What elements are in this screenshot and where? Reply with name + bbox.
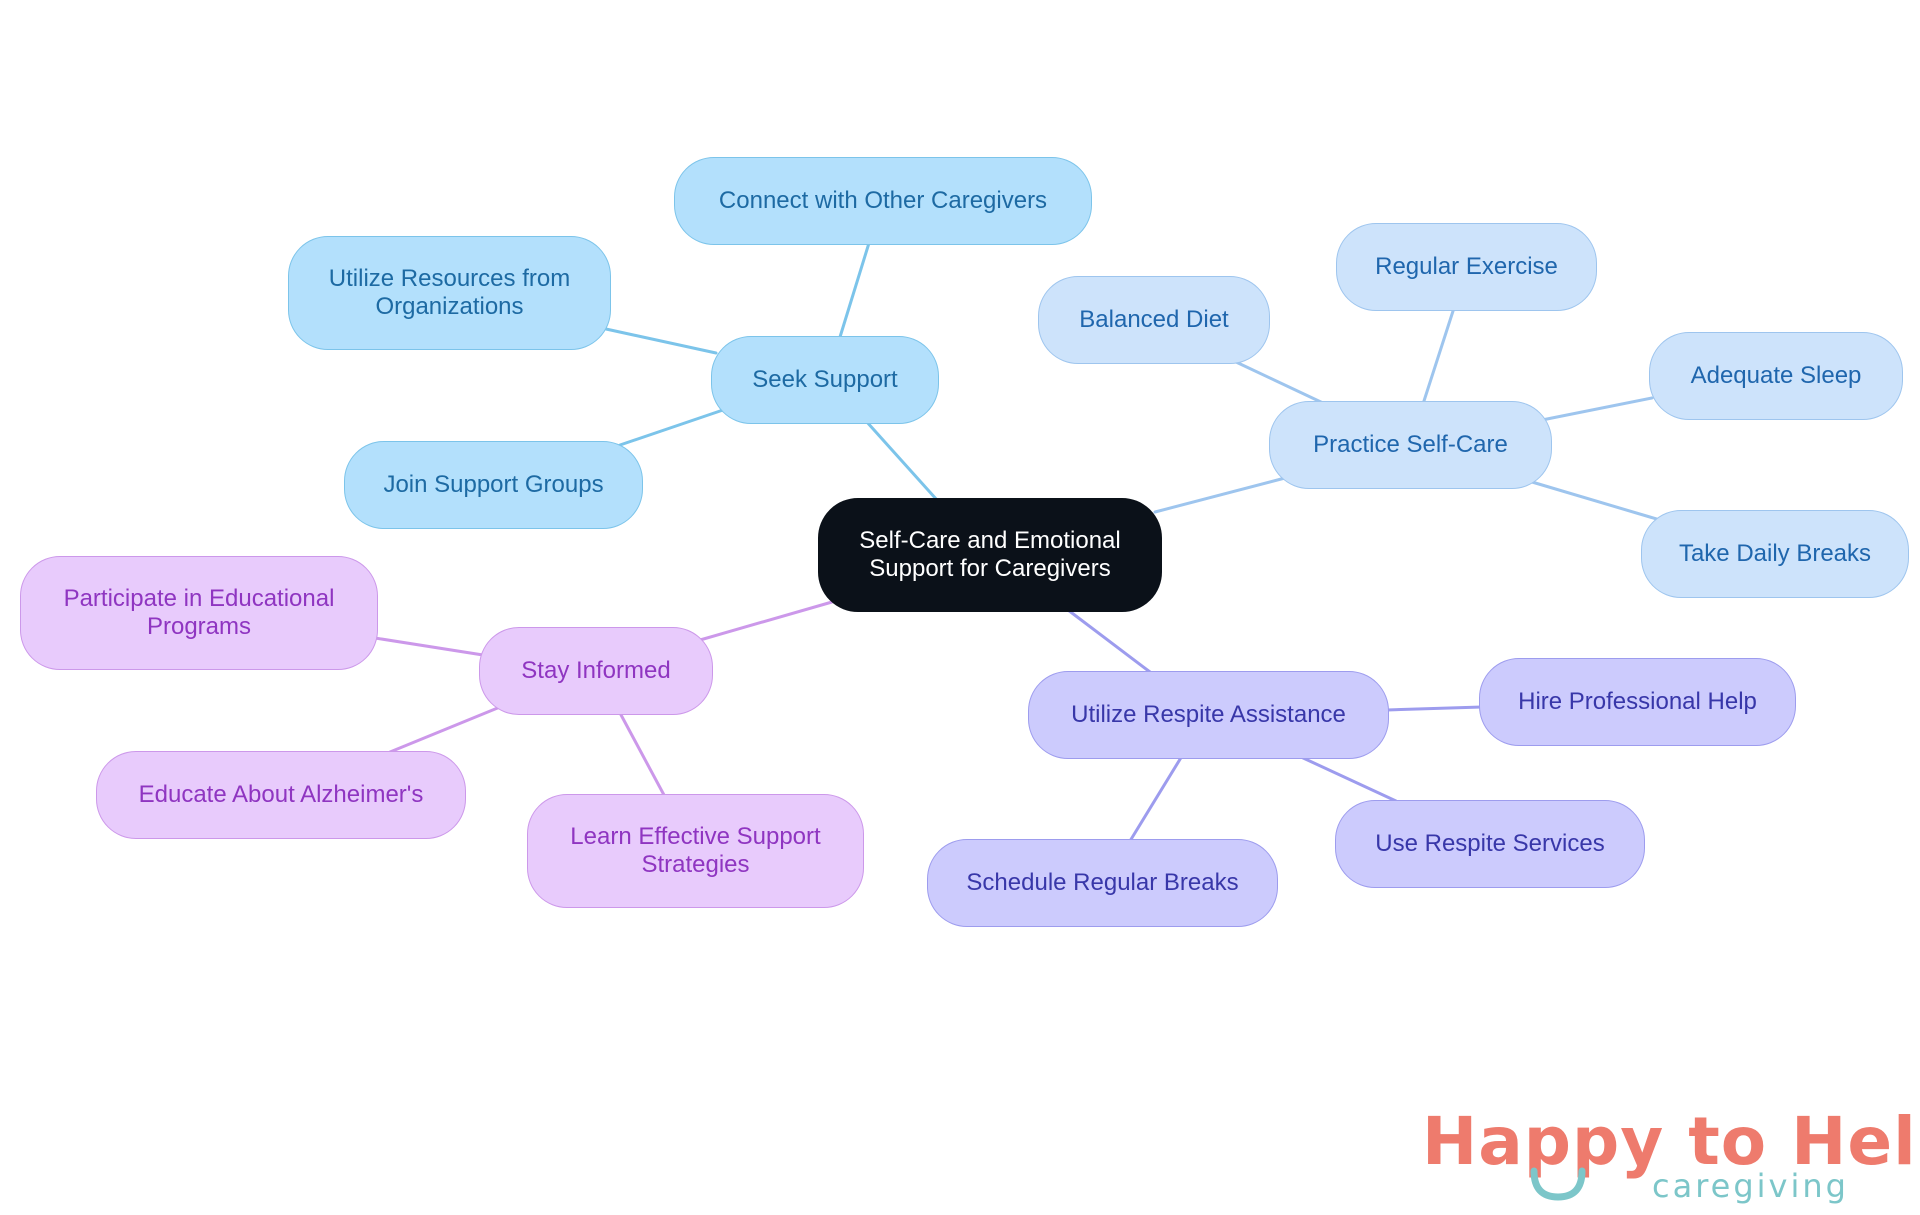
branch-stay-informed: Stay Informed bbox=[479, 627, 713, 715]
connector-line bbox=[1234, 360, 1325, 405]
connector-line bbox=[1540, 396, 1654, 422]
connector-line bbox=[388, 705, 502, 754]
leaf-balanced-diet: Balanced Diet bbox=[1038, 276, 1270, 364]
connector-line bbox=[618, 711, 666, 797]
leaf-take-daily-breaks: Take Daily Breaks bbox=[1641, 510, 1909, 598]
connector-line bbox=[1385, 705, 1484, 712]
connector-line bbox=[864, 419, 939, 502]
connector-line bbox=[1421, 306, 1456, 406]
leaf-adequate-sleep: Adequate Sleep bbox=[1649, 332, 1903, 420]
connector-line bbox=[618, 408, 725, 447]
leaf-use-respite-services: Use Respite Services bbox=[1335, 800, 1645, 888]
logo-subtitle: caregiving bbox=[1652, 1167, 1849, 1205]
connector-line bbox=[1299, 755, 1398, 803]
branch-practice-self-care: Practice Self-Care bbox=[1269, 401, 1552, 489]
connector-line bbox=[1153, 476, 1287, 514]
connector-line bbox=[373, 636, 485, 657]
leaf-regular-exercise: Regular Exercise bbox=[1336, 223, 1597, 311]
leaf-participate-in-educational-programs: Participate in Educational Programs bbox=[20, 556, 378, 670]
connector-line bbox=[1128, 754, 1184, 843]
logo-title: Happy to Help bbox=[1422, 1103, 1920, 1180]
smile-icon bbox=[1530, 1167, 1586, 1201]
leaf-hire-professional-help: Hire Professional Help bbox=[1479, 658, 1796, 746]
leaf-schedule-regular-breaks: Schedule Regular Breaks bbox=[927, 839, 1278, 927]
leaf-learn-effective-support-strategies: Learn Effective Support Strategies bbox=[527, 794, 864, 908]
connector-line bbox=[604, 327, 718, 355]
happy-to-help-logo: Happy to Help caregiving bbox=[1422, 1103, 1920, 1205]
connector-line bbox=[838, 241, 871, 339]
center-topic: Self-Care and Emotional Support for Care… bbox=[818, 498, 1162, 612]
leaf-join-support-groups: Join Support Groups bbox=[344, 441, 643, 529]
leaf-connect-with-other-caregivers: Connect with Other Caregivers bbox=[674, 157, 1092, 245]
connector-line bbox=[1066, 608, 1152, 674]
branch-utilize-respite-assistance: Utilize Respite Assistance bbox=[1028, 671, 1389, 759]
connector-line bbox=[1530, 480, 1662, 522]
connector-line bbox=[698, 600, 834, 642]
branch-seek-support: Seek Support bbox=[711, 336, 939, 424]
leaf-educate-about-alzheimers: Educate About Alzheimer's bbox=[96, 751, 466, 839]
leaf-utilize-resources: Utilize Resources from Organizations bbox=[288, 236, 611, 350]
